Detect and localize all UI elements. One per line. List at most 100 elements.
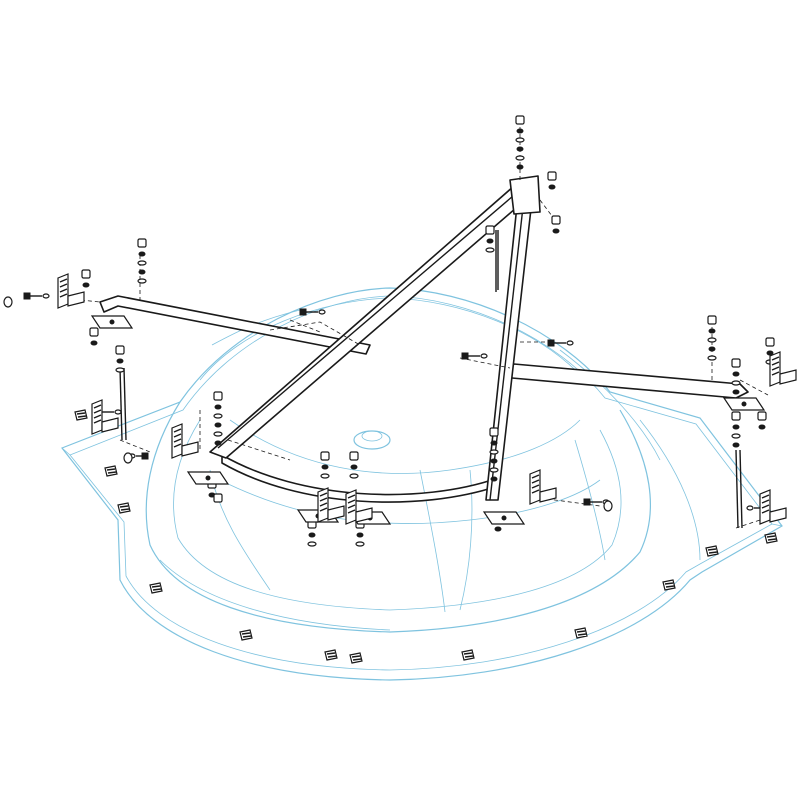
nut: [548, 184, 556, 190]
rim-clip: [662, 579, 676, 591]
rim-clip: [149, 582, 163, 594]
washer: [489, 449, 499, 455]
bolt-stack: [731, 358, 741, 395]
bolt-head: [485, 225, 495, 235]
bolt-head: [765, 337, 775, 347]
bolt-stack: [320, 451, 330, 479]
nut: [82, 282, 90, 288]
o-ring: [3, 296, 13, 308]
bolt-head: [551, 215, 561, 225]
washer: [707, 355, 717, 361]
washer: [114, 409, 122, 415]
washer: [731, 433, 741, 439]
nut: [732, 371, 740, 377]
bolt-head: [707, 315, 717, 325]
bolt-head: [81, 269, 91, 279]
bolt-stack: [213, 493, 223, 503]
rim-clips: [74, 409, 778, 664]
l-bracket: [171, 423, 199, 459]
rim-clip: [705, 545, 719, 557]
bolt-stack: [349, 451, 359, 479]
diagonal-beam: [209, 185, 531, 459]
washer: [489, 467, 499, 473]
bolt-head: [515, 115, 525, 125]
bolt-stack: [547, 171, 557, 190]
bolt-head: [213, 391, 223, 401]
washer: [307, 541, 317, 547]
bolt-stack: [213, 391, 223, 446]
washer: [707, 337, 717, 343]
support-frame: [99, 175, 749, 529]
washer: [731, 380, 741, 386]
screw: [461, 352, 488, 360]
leveling-foot: [90, 315, 134, 329]
washer: [115, 367, 125, 373]
screw: [23, 292, 50, 300]
washer: [515, 137, 525, 143]
leveling-foot: [722, 397, 766, 411]
l-bracket: [529, 469, 557, 505]
bolt-stack: [757, 411, 767, 430]
washer: [746, 505, 754, 511]
bolt-stack: [307, 519, 317, 547]
bathtub-shell: [61, 287, 783, 681]
l-bracket: [345, 489, 373, 525]
bolt-stack: [731, 411, 741, 448]
screw: [299, 308, 326, 316]
washer: [485, 247, 495, 253]
washer: [213, 431, 223, 437]
bolt-head: [213, 493, 223, 503]
washer: [515, 155, 525, 161]
nut: [732, 442, 740, 448]
rim-clip: [104, 465, 118, 477]
rim-clip: [324, 649, 338, 661]
screw: [547, 339, 574, 347]
nut: [214, 422, 222, 428]
rim-clip: [461, 649, 475, 661]
rim-clip: [74, 409, 88, 421]
bolt-stack: [489, 427, 499, 482]
bolt-head: [349, 451, 359, 461]
nut: [138, 269, 146, 275]
bolt-stack: [515, 115, 525, 170]
nut: [758, 424, 766, 430]
nut: [708, 346, 716, 352]
top-junction: [509, 175, 541, 215]
l-bracket: [759, 489, 787, 525]
bolt-head: [115, 345, 125, 355]
nut: [116, 358, 124, 364]
nut: [516, 128, 524, 134]
bolt-stack: [115, 345, 125, 373]
o-ring: [123, 452, 133, 464]
front-curved-rail: [221, 454, 499, 503]
rim-clip: [349, 652, 363, 664]
bolt-head: [489, 427, 499, 437]
washer: [566, 340, 574, 346]
bolt-stack: [551, 215, 561, 234]
washer: [137, 260, 147, 266]
nut: [90, 340, 98, 346]
nut: [321, 464, 329, 470]
assembly-guides: [59, 120, 769, 529]
l-bracket: [57, 273, 85, 309]
washer: [349, 473, 359, 479]
nut: [552, 228, 560, 234]
washer: [355, 541, 365, 547]
bolt-stack: [89, 327, 99, 346]
nut: [490, 476, 498, 482]
nut: [490, 440, 498, 446]
nut: [516, 146, 524, 152]
right-leg-rod: [735, 449, 739, 529]
left-leg-rod: [119, 367, 123, 441]
rim-clip: [239, 629, 253, 641]
mounting-brackets: [57, 273, 797, 525]
bolt-head: [320, 451, 330, 461]
washer: [320, 473, 330, 479]
bolt-head: [757, 411, 767, 421]
washer: [137, 278, 147, 284]
nut: [214, 440, 222, 446]
l-bracket: [317, 487, 345, 523]
nut: [708, 328, 716, 334]
l-bracket: [769, 351, 797, 387]
